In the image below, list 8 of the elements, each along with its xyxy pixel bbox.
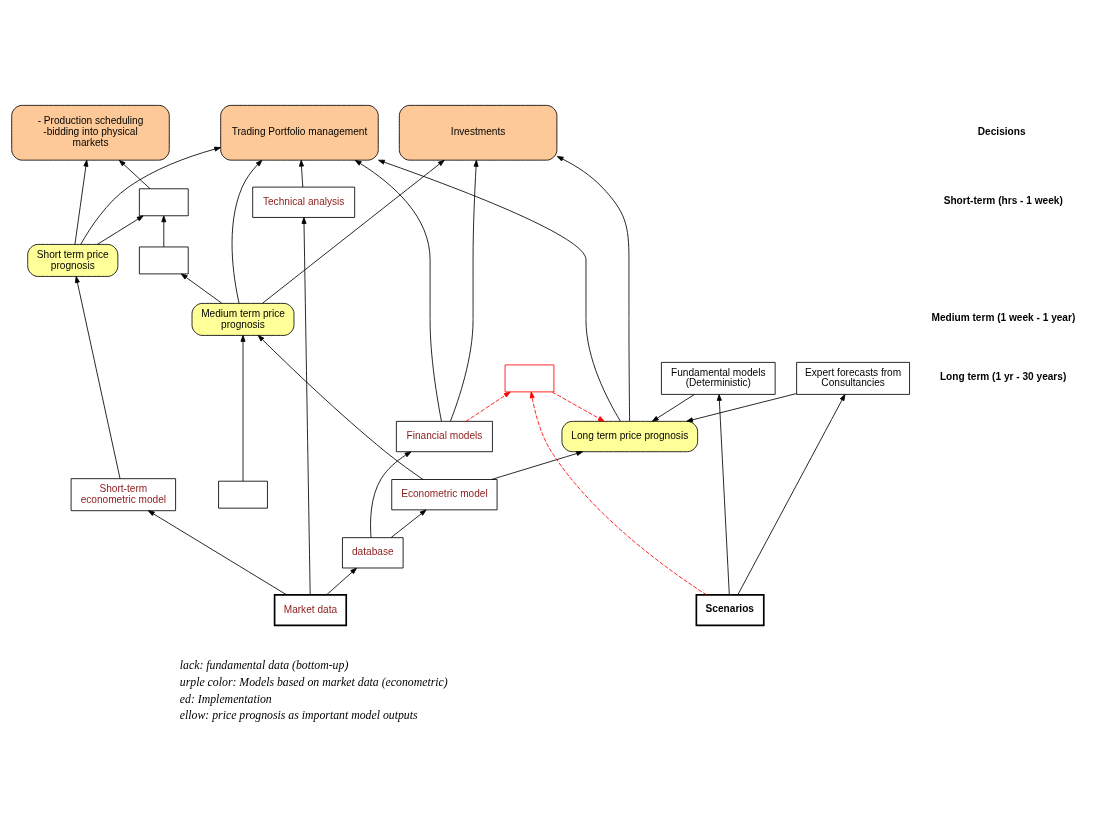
label: Decisions bbox=[977, 125, 1026, 137]
label: Medium term (1 week - 1 year) bbox=[931, 312, 1076, 324]
legend-label: lack: fundamental data (bottom-up) bbox=[179, 657, 349, 672]
legend-label: ed: Implementation bbox=[179, 691, 272, 706]
label: Short-term (hrs - 1 week) bbox=[943, 195, 1063, 207]
label: Long term (1 yr - 30 years) bbox=[939, 371, 1067, 383]
legend-label: ellow: price prognosis as important model outputs bbox=[179, 708, 418, 723]
legend-label: urple color: Models based on market data (econometric) bbox=[179, 674, 448, 689]
